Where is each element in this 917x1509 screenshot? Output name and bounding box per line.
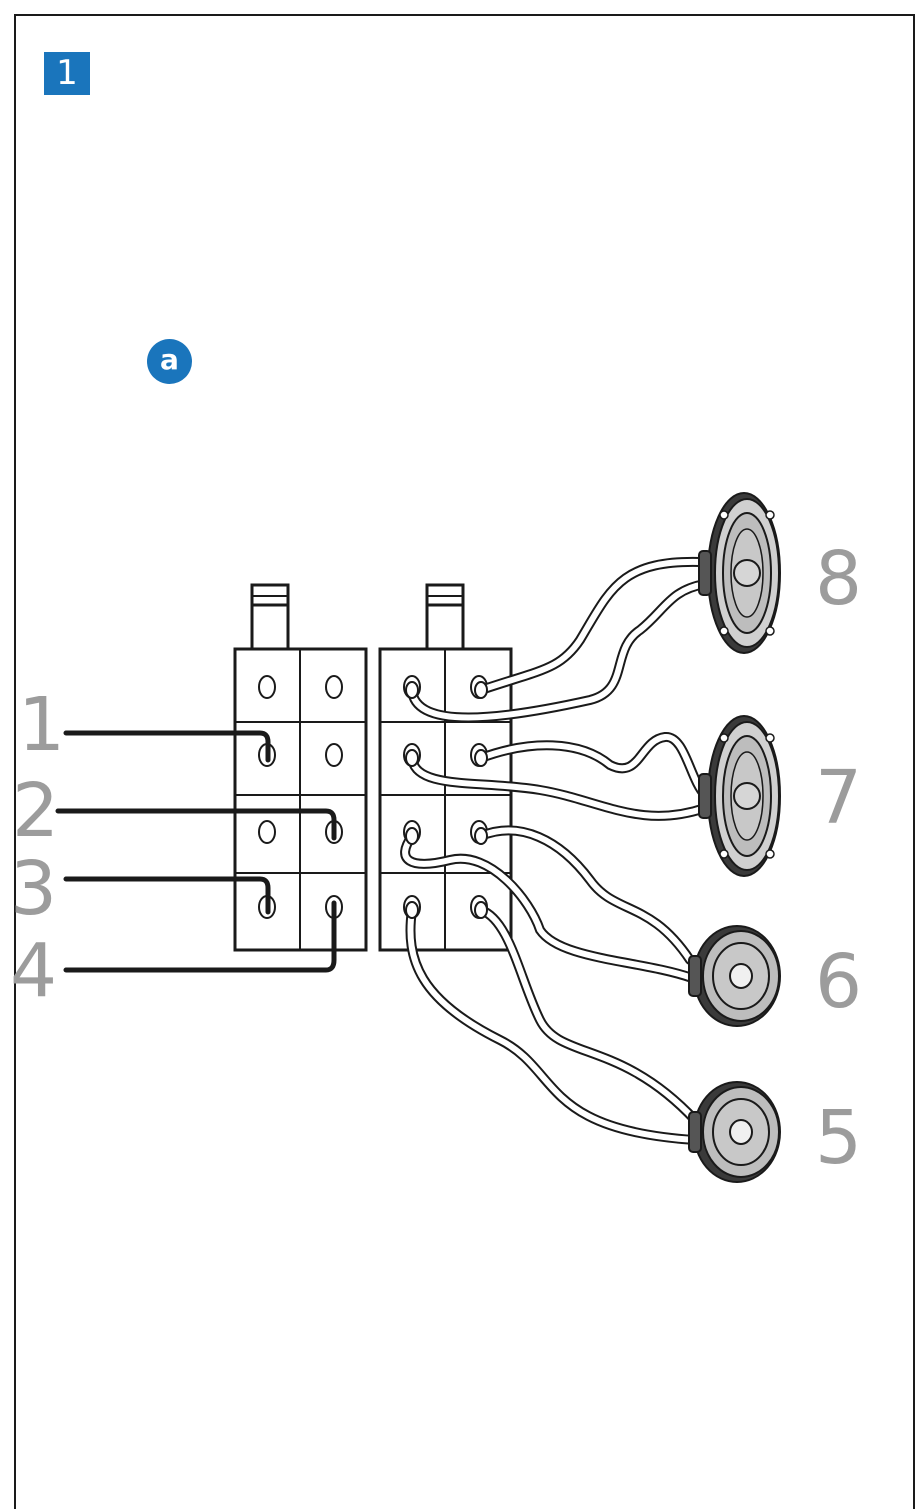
speaker-7-icon: [698, 715, 781, 877]
step-badge: 1: [44, 52, 90, 95]
input-wire-3: [63, 876, 271, 915]
input-wire-2: [55, 808, 337, 841]
input-wire-4: [63, 900, 337, 973]
input-wires: [55, 730, 337, 973]
panel-frame: [14, 14, 915, 1509]
substep-badge: a: [147, 339, 192, 384]
callout-4: 4: [10, 928, 57, 1014]
callout-6: 6: [815, 939, 862, 1025]
callout-1: 1: [18, 682, 65, 768]
callout-2: 2: [12, 768, 59, 854]
input-wire-1: [63, 730, 271, 763]
speaker-6-icon: [688, 925, 781, 1027]
callout-3: 3: [10, 846, 57, 932]
speaker-cables: [400, 556, 710, 1145]
output-terminal-block: [378, 583, 513, 952]
speaker-8-icon: [698, 492, 781, 654]
callout-8: 8: [815, 536, 862, 622]
callout-7: 7: [815, 755, 862, 841]
callout-5: 5: [815, 1095, 862, 1181]
input-terminal-block: [233, 583, 368, 952]
speaker-5-icon: [688, 1081, 781, 1183]
